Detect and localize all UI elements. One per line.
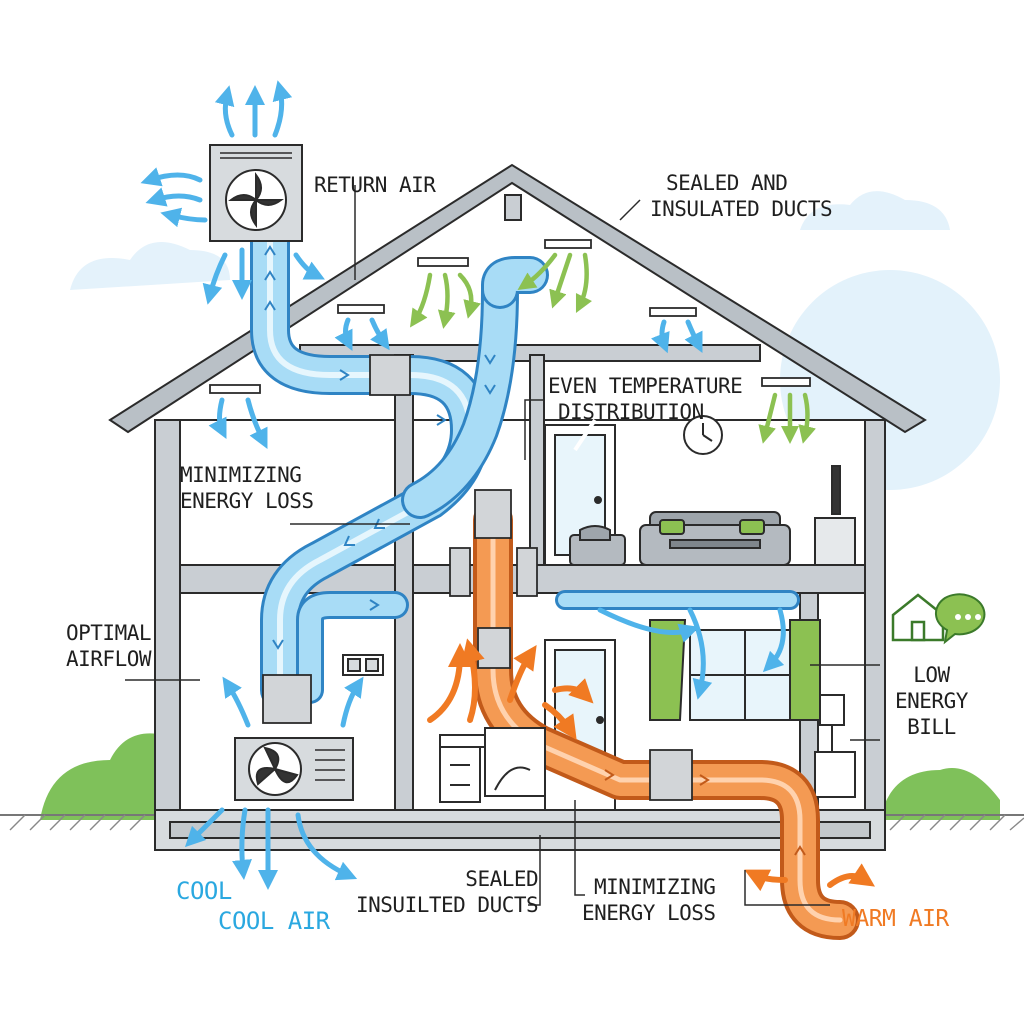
speech-bubble-icon (934, 593, 986, 645)
insulation-collars (262, 354, 693, 801)
low-bill-line3: BILL (907, 715, 956, 739)
low-energy-bill-label: LOW ENERGY BILL (895, 662, 968, 740)
cool-flow-arrows (264, 245, 496, 650)
minimizing-energy-loss-lower-label: MINIMIZING ENERGY LOSS (582, 874, 716, 926)
sealed-insulted-bottom-label: SEALED INSUILTED DUCTS (356, 866, 539, 918)
warm-duct (473, 500, 860, 940)
even-temp-line2: DISTRIBUTION (558, 400, 704, 424)
sofa-icon (639, 511, 791, 566)
house-icon (891, 593, 945, 642)
fan-icon (228, 172, 284, 228)
warm-air-label: WARM AIR (842, 906, 949, 932)
window-icon (649, 619, 821, 721)
min-loss-lower-line1: MINIMIZING (594, 875, 716, 899)
sealed-bottom-line2: INSUILTED DUCTS (356, 893, 539, 917)
sealed-bottom-line1: SEALED (465, 867, 539, 891)
warm-flow-arrows (604, 769, 806, 856)
sealed-top-line1: SEALED AND (666, 171, 788, 195)
armchair-icon (569, 525, 626, 566)
sealed-insulated-top-label: SEALED AND INSULATED DUCTS (650, 170, 833, 222)
switch-panel-icon (342, 654, 384, 676)
green-air-arrows (410, 252, 816, 444)
even-temperature-label: EVEN TEMPERATURE DISTRIBUTION (548, 373, 743, 425)
low-bill-line2: ENERGY (895, 689, 968, 713)
optimal-line2: AIRFLOW (66, 647, 152, 671)
even-temp-line1: EVEN TEMPERATURE (548, 374, 743, 398)
furnace-unit (484, 727, 546, 797)
optimal-line1: OPTIMAL (66, 621, 152, 645)
warm-air-arrows (427, 638, 875, 892)
cool-line2: COOL AIR (218, 907, 330, 935)
outdoor-ac-unit (234, 737, 354, 801)
minimizing-energy-loss-upper-label: MINIMIZING ENERGY LOSS (180, 462, 314, 514)
cool-air-arrows (140, 80, 786, 890)
min-loss-upper-line1: MINIMIZING (180, 463, 302, 487)
sealed-top-line2: INSULATED DUCTS (650, 197, 833, 221)
min-loss-upper-line2: ENERGY LOSS (180, 489, 314, 513)
low-bill-line1: LOW (913, 663, 950, 687)
cool-duct (250, 220, 800, 710)
leader-lines (125, 185, 880, 906)
optimal-airflow-label: OPTIMAL AIRFLOW (66, 620, 152, 672)
return-air-label: RETURN AIR (314, 173, 436, 197)
cool-air-label: COOL COOL AIR (176, 876, 330, 936)
ceiling-vents (209, 239, 811, 394)
tv-icon (814, 465, 856, 566)
min-loss-lower-line2: ENERGY LOSS (582, 901, 716, 925)
clock-icon (683, 415, 723, 455)
lamp-icon (814, 694, 856, 798)
cool-line1: COOL (176, 877, 232, 905)
